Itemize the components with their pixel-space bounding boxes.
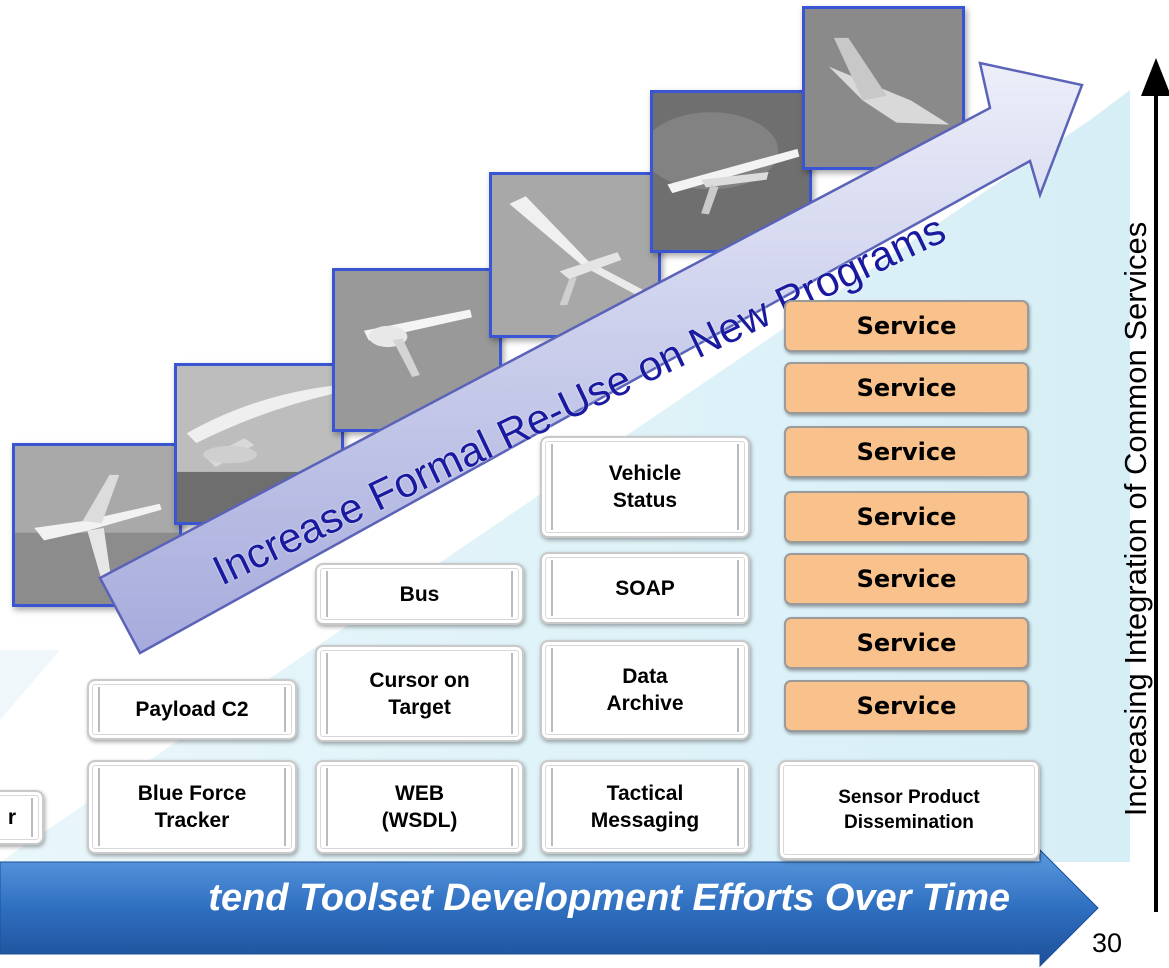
bottom-arrow-label: tend Toolset Development Efforts Over Ti… [208,877,1010,919]
vertical-axis-arrowhead [1141,58,1169,96]
toolset-box-cursor-on-target: Cursor on Target [315,645,524,742]
page-number: 30 [1092,928,1123,958]
service-box-7: Service [784,680,1029,732]
uav-photo-1 [12,443,182,607]
service-box-4: Service [784,491,1029,543]
toolset-box-vehicle-status: Vehicle Status [540,436,750,538]
toolset-box-blue-force-tracker: Blue Force Tracker [87,760,297,854]
uav-photo-4 [489,172,661,338]
toolset-box-tactical-messaging: Tactical Messaging [540,760,750,854]
service-box-6: Service [784,617,1029,669]
toolset-box-data-archive: Data Archive [540,640,750,740]
toolset-box-bus: Bus [315,563,524,625]
vertical-axis-label: Increasing Integration of Common Service… [1118,221,1153,817]
toolset-box-payload-c2: Payload C2 [87,679,297,740]
toolset-box-soap: SOAP [540,552,750,624]
service-box-2: Service [784,362,1029,414]
service-box-1: Service [784,300,1029,352]
toolset-box-partial-label: r [7,806,16,829]
bottom-arrow [0,848,1099,968]
service-box-5: Service [784,553,1029,605]
toolset-box-partial: r [0,790,44,845]
service-box-3: Service [784,426,1029,478]
toolset-box-sensor-product-dissemination: Sensor Product Dissemination [778,760,1040,860]
toolset-box-web-wsdl: WEB (WSDL) [315,760,524,854]
background-wedge [0,90,1130,862]
